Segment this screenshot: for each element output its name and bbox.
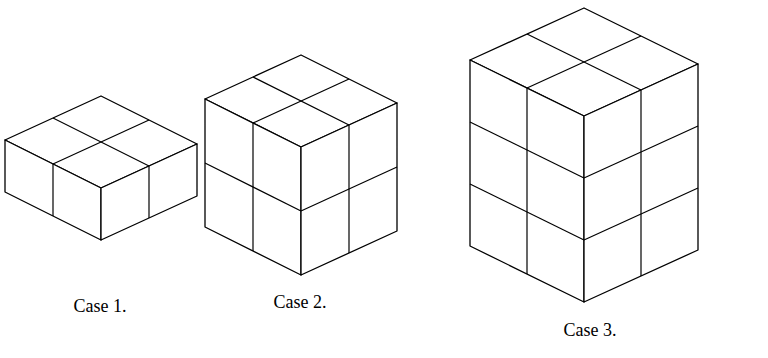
case-label: Case 3. bbox=[564, 320, 617, 341]
cube-edge bbox=[53, 120, 149, 164]
cube-edge bbox=[584, 126, 698, 178]
cube-face bbox=[101, 144, 197, 240]
case-label: Case 2. bbox=[274, 292, 327, 313]
cube-edge bbox=[527, 34, 641, 90]
cube-face bbox=[205, 99, 301, 275]
cube-edge bbox=[470, 184, 584, 240]
case-label: Case 1. bbox=[74, 296, 127, 317]
cube-edge bbox=[205, 163, 301, 211]
cube-edge bbox=[53, 118, 149, 166]
cube-face bbox=[301, 103, 397, 275]
cube-edge bbox=[470, 122, 584, 178]
cube-face bbox=[584, 64, 698, 302]
cube-face bbox=[5, 140, 101, 240]
cube-edge bbox=[253, 77, 349, 125]
cube-edge bbox=[640, 90, 641, 276]
cube-edge bbox=[584, 188, 698, 240]
cube-edge bbox=[52, 164, 53, 216]
cube-edge bbox=[148, 166, 149, 218]
cube-face bbox=[470, 60, 584, 302]
cube-edge bbox=[301, 167, 397, 211]
cube-edge bbox=[253, 79, 349, 123]
cube-edge bbox=[526, 88, 527, 274]
cube-edge bbox=[527, 36, 641, 88]
